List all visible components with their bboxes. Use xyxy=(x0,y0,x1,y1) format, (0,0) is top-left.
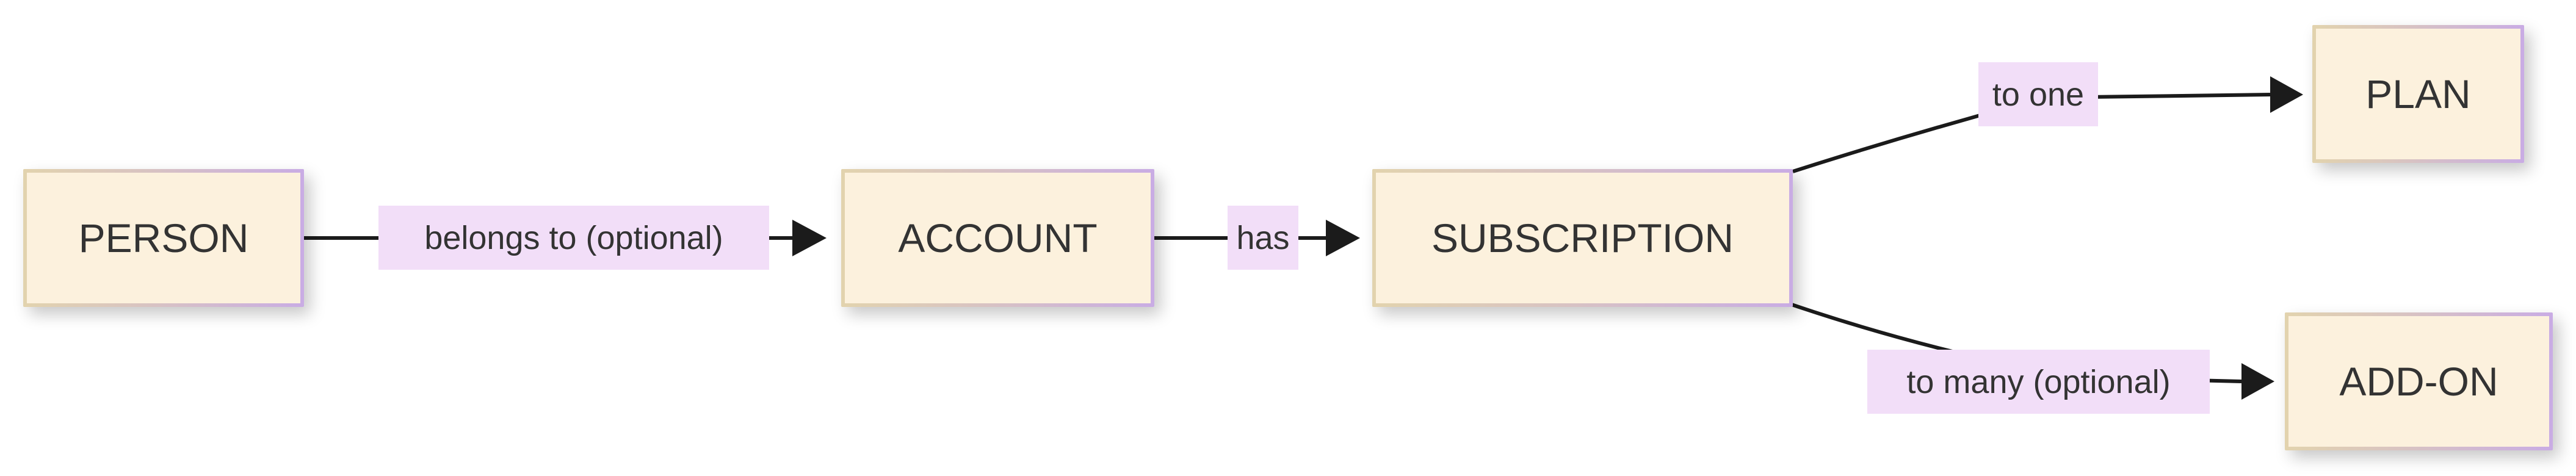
edge-label-belongs-to: belongs to (optional) xyxy=(378,206,769,270)
node-plan: PLAN xyxy=(2312,25,2524,163)
edge-label-to-one: to one xyxy=(1978,62,2098,126)
node-person: PERSON xyxy=(23,169,304,307)
edge-label-to-many: to many (optional) xyxy=(1867,350,2210,414)
arrowhead xyxy=(1326,220,1360,256)
arrowhead xyxy=(792,220,827,256)
edge-label-has: has xyxy=(1228,206,1298,270)
node-subscription: SUBSCRIPTION xyxy=(1372,169,1793,307)
arrowhead xyxy=(2241,363,2274,400)
arrowhead xyxy=(2270,76,2303,113)
node-account: ACCOUNT xyxy=(841,169,1154,307)
node-addon: ADD-ON xyxy=(2285,312,2553,450)
